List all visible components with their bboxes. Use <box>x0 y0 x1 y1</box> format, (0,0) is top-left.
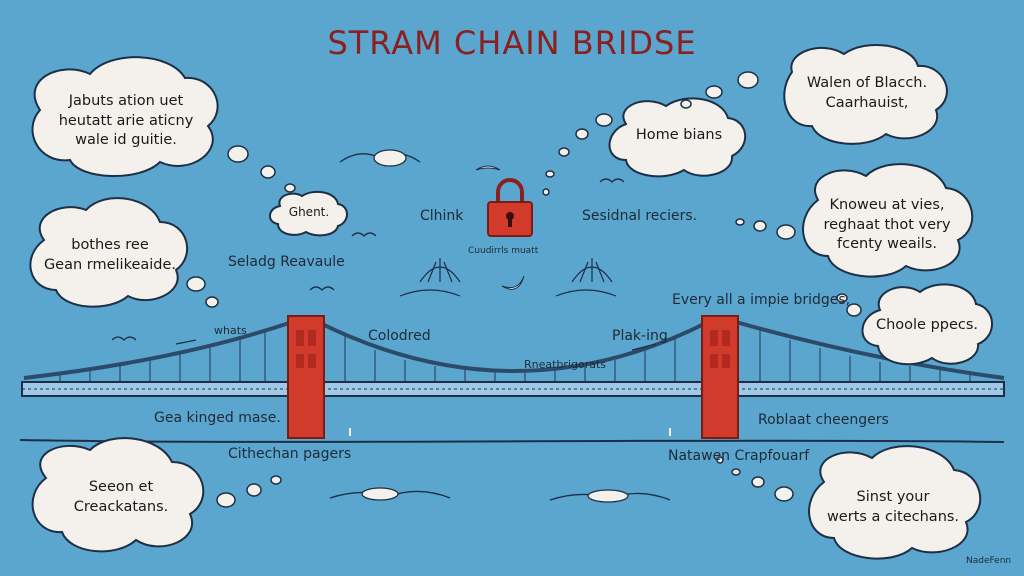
thought-bubble-small-left <box>269 190 348 237</box>
diagram-title: STRAM CHAIN BRIDSE <box>327 24 697 62</box>
thought-bubble-upper-mid-right <box>608 97 747 178</box>
bubble-top-right-text: Walen of Blacch. Caarhauist, <box>792 74 942 113</box>
bubble-line: Caarhauist, <box>825 94 909 111</box>
label-clhink: Clhink <box>420 208 464 224</box>
bubble-mid-right-text: Knoweu at vies, reghaat thot very fcenty… <box>812 196 962 255</box>
wave-splash-icon <box>339 149 421 167</box>
bubble-mid-left-text: bothes ree Gean rmelikeaide. <box>40 236 180 275</box>
bubble-line: Walen of Blacch. <box>806 75 928 91</box>
bubble-line: fcenty weails. <box>837 236 937 253</box>
label-bridges: Every all a impie bridges, <box>672 292 851 308</box>
bubble-line: bothes ree <box>71 237 149 253</box>
thought-dots <box>186 71 862 508</box>
label-whats: whats <box>214 324 247 337</box>
label-citechan: Cithechan pagers <box>228 446 352 462</box>
label-notawen: Natawen Crapfouarf <box>668 448 810 464</box>
crescent-moon-icon <box>475 165 501 171</box>
wave-splash-icon <box>329 487 451 501</box>
right-tower <box>701 315 739 439</box>
label-gea-kinged: Gea kinged mase. <box>154 410 281 426</box>
main-cable-right-span <box>735 320 1005 380</box>
shell-icon <box>555 258 617 297</box>
water-line <box>19 439 1005 443</box>
wave-splash-icon <box>549 489 671 503</box>
bubble-line: Gean rmelikeaide. <box>43 256 177 273</box>
label-seasonal: Sesidnal reciers. <box>582 208 698 224</box>
bubble-line: heutatt arie aticny <box>58 112 194 129</box>
bubble-top-left-text: Jabuts ation uet heutatt arie aticny wal… <box>46 92 206 151</box>
label-deck-caption: Rneatbrigorats <box>524 358 607 371</box>
bubble-line: Knoweu at vies, <box>829 197 945 213</box>
bubble-line: Sinst your <box>856 489 930 505</box>
padlock-icon <box>487 178 533 237</box>
thought-bubble-top-left <box>31 56 219 178</box>
main-cable-center-span <box>317 320 709 373</box>
label-lock-caption: Cuudirrls muatt <box>468 246 539 256</box>
water-tick-marks <box>349 428 671 436</box>
bubble-line: Seeon et <box>88 479 154 495</box>
bubble-bottom-left-text: Seeon et Creackatans. <box>46 478 196 517</box>
bubble-line: wale id guitie. <box>75 132 177 149</box>
bubble-line: werts a citechans. <box>826 508 960 525</box>
thought-bubble-bottom-left <box>31 437 205 553</box>
thought-bubble-top-right <box>783 43 948 145</box>
suspender-cables <box>59 330 971 384</box>
left-tower <box>287 315 325 439</box>
thought-bubble-mid-left <box>29 197 189 308</box>
bubble-line: Home bians <box>635 127 723 143</box>
thought-bubble-lower-right <box>861 283 993 366</box>
bubble-small-left-text: Ghent. <box>278 204 340 220</box>
bubble-line: reghaat thot very <box>823 216 951 233</box>
shell-icon <box>399 258 461 297</box>
label-colodred: Colodred <box>368 328 431 344</box>
label-roblaat: Roblaat cheengers <box>758 412 889 428</box>
bubble-line: Ghent. <box>288 205 330 219</box>
label-selading: Seladg Reavaule <box>228 254 345 270</box>
bubble-lower-right-text: Choole ppecs. <box>872 316 982 336</box>
label-plaking: Plak-ing <box>612 328 668 344</box>
bubble-upper-mid-right-text: Home bians <box>624 126 734 146</box>
bubble-line: Creackatans. <box>73 498 169 515</box>
thought-bubble-mid-right <box>802 163 974 278</box>
crescent-moon-icon <box>501 275 525 290</box>
main-cable-left-span <box>23 320 293 380</box>
bubble-line: Jabuts ation uet <box>68 93 184 109</box>
bubble-line: Choole ppecs. <box>875 317 979 333</box>
thought-bubble-bottom-right <box>808 445 982 560</box>
bubble-bottom-right-text: Sinst your werts a citechans. <box>818 488 968 527</box>
signature: NadeFenn <box>966 556 1012 566</box>
